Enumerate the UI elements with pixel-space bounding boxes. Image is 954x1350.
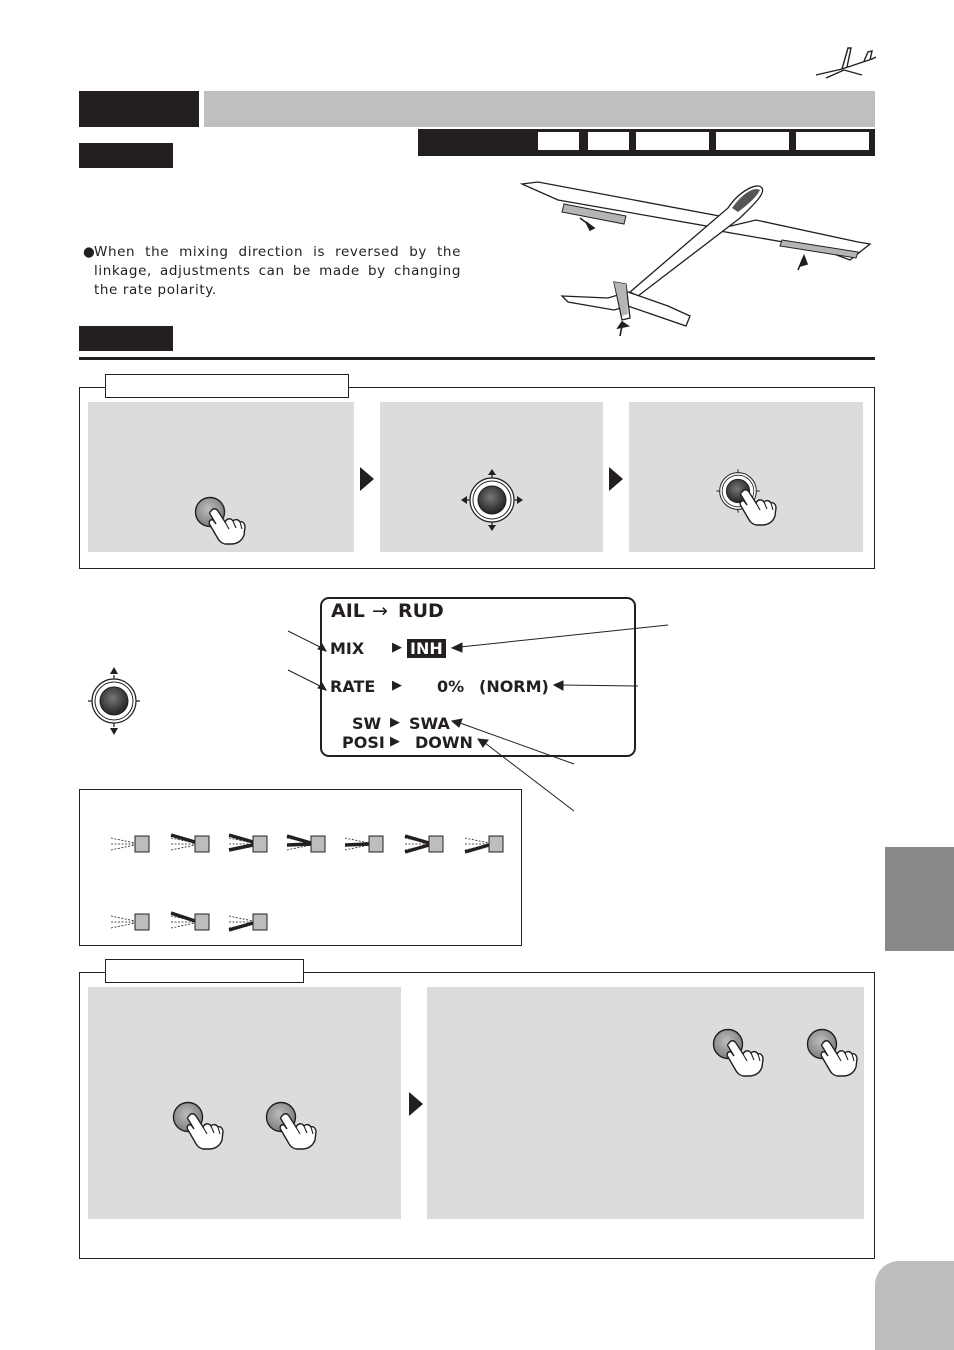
step-arrow-icon <box>409 1092 423 1116</box>
hand-press-icon <box>183 1110 227 1150</box>
note-text: When the mixing direction is reversed by… <box>94 244 461 298</box>
setting-label-block <box>79 326 173 351</box>
section-divider <box>79 357 875 360</box>
model-type-tab-2 <box>588 132 629 150</box>
procedure-caption-tab <box>105 959 304 983</box>
hand-press-icon <box>276 1110 320 1150</box>
rate-label: RATE <box>330 677 376 696</box>
chapter-thumb-tab <box>885 847 954 951</box>
lcd-screen: AIL → RUD MIX ▶ INH RATE ▶ 0% (NORM) SW … <box>320 597 636 757</box>
section-title-block <box>79 91 199 127</box>
rate-pointer: ▶ <box>392 678 402 693</box>
step-panel-4 <box>88 987 401 1219</box>
model-type-tab-5 <box>796 132 869 150</box>
mix-pointer: ▶ <box>392 640 402 655</box>
step-panel-5 <box>427 987 864 1219</box>
jog-dial-icon[interactable] <box>460 468 524 532</box>
model-type-tab-4 <box>716 132 789 150</box>
sw-value[interactable]: SWA <box>409 714 450 733</box>
hand-press-icon <box>817 1037 861 1077</box>
hand-press-icon <box>736 486 780 526</box>
rate-value[interactable]: 0% <box>437 677 465 696</box>
sw-label: SW <box>352 714 382 733</box>
sw-pointer: ▶ <box>390 715 400 730</box>
posi-value[interactable]: DOWN <box>415 733 473 752</box>
glider-aircraft-illustration <box>519 181 872 337</box>
lcd-title-arrow: → <box>372 600 388 622</box>
jog-dial-icon[interactable] <box>84 666 144 736</box>
note-bullet: ● <box>83 244 96 260</box>
hand-press-icon <box>205 505 249 545</box>
callout-leader-lines <box>287 624 669 812</box>
model-type-tab-3 <box>636 132 709 150</box>
lcd-title-right: RUD <box>398 600 444 622</box>
glider-logo-icon <box>815 47 877 79</box>
function-label-block <box>79 143 173 168</box>
rate-mode: (NORM) <box>479 677 549 696</box>
page-number-tab <box>875 1261 954 1350</box>
lcd-title-left: AIL <box>331 600 365 622</box>
posi-label: POSI <box>342 733 385 752</box>
switch-select-box <box>79 789 522 946</box>
step-arrow-icon <box>609 467 623 491</box>
posi-pointer: ▶ <box>390 734 400 749</box>
mix-value[interactable]: INH <box>407 639 446 658</box>
switch-position-icons <box>110 833 504 932</box>
procedure-caption-tab <box>105 374 349 398</box>
section-title-bar <box>204 91 875 127</box>
step-arrow-icon <box>360 467 374 491</box>
rate-polarity-note: ● When the mixing direction is reversed … <box>83 243 461 300</box>
hand-press-icon <box>723 1037 767 1077</box>
model-type-tab-1 <box>538 132 579 150</box>
mix-label: MIX <box>330 639 365 658</box>
